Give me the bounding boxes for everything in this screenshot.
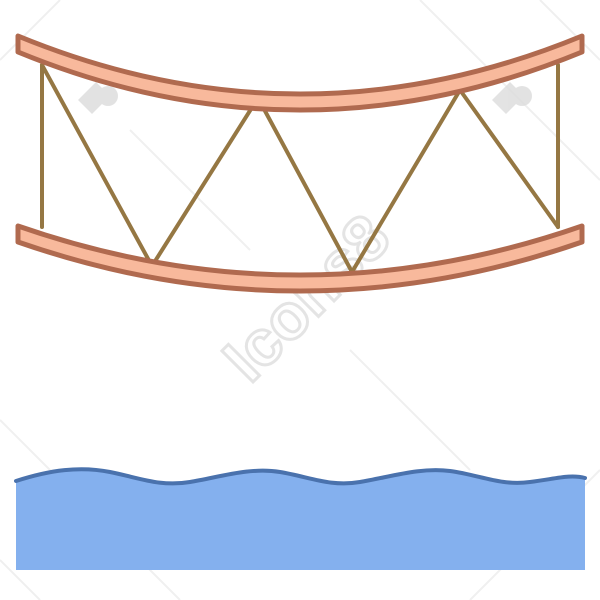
bridge-truss: [40, 63, 560, 274]
water-surface-line: [14, 467, 587, 486]
water-icon: [14, 467, 587, 570]
bridge-top-chord: [15, 33, 585, 113]
water-body: [16, 469, 585, 570]
watermark-text: Icons8: [209, 201, 403, 395]
bridge-icon: [15, 33, 585, 294]
bridge-bottom-chord: [15, 223, 585, 294]
